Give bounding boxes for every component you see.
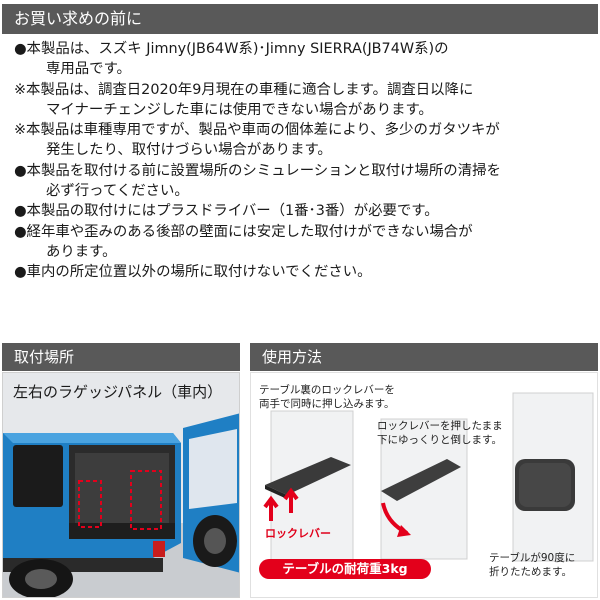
notice-line: ●本製品は、スズキ Jimny(JB64W系)･Jimny SIERRA(JB7… [14,41,449,57]
step1-line: 両手で同時に押し込みます。 [259,398,395,410]
load-capacity-banner: テーブルの耐荷重3kg [259,559,431,579]
location-header: 取付場所 [2,343,240,371]
location-image: 左右のラゲッジパネル（車内） [2,372,240,598]
notice-line: ●車内の所定位置以外の場所に取付けないでください。 [14,264,372,281]
notice-list: ●本製品は、スズキ Jimny(JB64W系)･Jimny SIERRA(JB7… [14,39,594,283]
step2-line: ロックレバーを押したまま [377,420,503,432]
usage-steps-illustration [263,392,594,562]
car-rear-illustration [3,373,239,597]
lock-lever-arrow [283,487,299,513]
notice-line: ●経年車や歪みのある後部の壁面には安定した取付けができない場合が [14,223,473,240]
right-panel-marker [130,470,162,530]
notice-line: 必ず行ってください。 [46,183,189,200]
notice-line: ●本製品の取付けにはプラスドライバー（1番･3番）が必要です。 [14,203,439,220]
step3-text: テーブルが90度に 折りたためます。 [489,551,575,579]
step2-line: 下にゆっくりと倒します。 [377,434,502,446]
step3-line: 折りたためます。 [489,566,572,578]
notice-line: ※本製品は車種専用ですが、製品や車両の個体差により、多少のガタツキが [14,122,500,139]
lock-lever-label: ロックレバー [265,527,331,540]
step2-text: ロックレバーを押したまま 下にゆっくりと倒します。 [377,419,503,447]
step1-text: テーブル裏のロックレバーを 両手で同時に押し込みます。 [259,383,395,411]
lock-lever-arrow [263,495,279,521]
notice-line: 専用品です。 [46,61,131,78]
notice-line: あります。 [46,243,117,260]
usage-illustration: テーブル裏のロックレバーを 両手で同時に押し込みます。 ロックレバーを押したまま… [250,372,598,598]
location-title: 取付場所 [14,348,75,366]
notice-line: 発生したり、取付けづらい場合があります。 [46,142,332,159]
usage-header: 使用方法 [250,343,598,371]
notice-line: ●本製品を取付ける前に設置場所のシミュレーションと取付け場所の清掃を [14,162,501,179]
notice-header: お買い求めの前に [2,4,598,34]
step3-line: テーブルが90度に [489,552,576,564]
notice-line: マイナーチェンジした車には使用できない場合があります。 [46,101,433,118]
notice-title: お買い求めの前に [14,9,143,28]
left-panel-marker [78,480,102,528]
notice-line: ※本製品は、調査日2020年9月現在の車種に適合します。調査日以降に [14,81,474,98]
step1-line: テーブル裏のロックレバーを [259,384,395,396]
location-caption: 左右のラゲッジパネル（車内） [13,383,223,401]
usage-title: 使用方法 [262,348,323,366]
